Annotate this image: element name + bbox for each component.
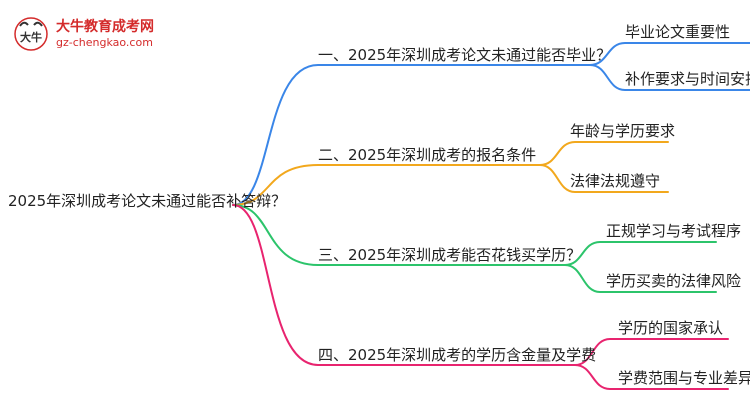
logo-site-name: 大牛教育成考网 xyxy=(56,19,154,35)
branch-1-child-2: 补作要求与时间安排 xyxy=(625,70,750,88)
branch-2-child-2: 法律法规遵守 xyxy=(570,172,661,190)
branch-3-child-2: 学历买卖的法律风险 xyxy=(606,272,742,290)
branch-2-connector xyxy=(232,164,541,206)
branch-4-child-1-connector xyxy=(574,338,729,366)
branch-1-child-1: 毕业论文重要性 xyxy=(625,23,731,41)
branch-1-label: 一、2025年深圳成考论文未通过能否毕业？ xyxy=(318,46,612,64)
branch-2-child-1-connector xyxy=(539,141,669,166)
branch-3-connector xyxy=(232,204,566,266)
branch-3-child-1: 正规学习与考试程序 xyxy=(606,222,742,240)
branch-1-child-2-connector xyxy=(589,64,750,91)
branch-4-connector xyxy=(232,204,576,366)
site-logo[interactable]: 大牛 大牛教育成考网 gz-chengkao.com xyxy=(6,14,166,54)
branch-4-label: 四、2025年深圳成考的学历含金量及学费 xyxy=(318,346,597,364)
branch-3-label: 三、2025年深圳成考能否花钱买学历？ xyxy=(318,246,582,264)
branch-1-child-1-connector xyxy=(589,42,750,66)
branch-3-child-1-connector xyxy=(564,241,717,266)
branch-4-child-1: 学历的国家承认 xyxy=(618,319,724,337)
branch-4-child-2-connector xyxy=(574,364,729,390)
branch-2-child-2-connector xyxy=(539,164,669,193)
mindmap-root-topic: 2025年深圳成考论文未通过能否补答辩？ xyxy=(8,192,287,210)
bull-logo-icon: 大牛 xyxy=(14,17,48,51)
branch-2-label: 二、2025年深圳成考的报名条件 xyxy=(318,146,537,164)
branch-3-child-2-connector xyxy=(564,264,717,293)
branch-1-connector xyxy=(232,64,591,206)
logo-site-url: gz-chengkao.com xyxy=(56,36,153,49)
branch-4-child-2: 学费范围与专业差异 xyxy=(618,369,750,387)
branch-2-child-1: 年龄与学历要求 xyxy=(570,122,676,140)
logo-mark-text: 大牛 xyxy=(20,30,42,44)
